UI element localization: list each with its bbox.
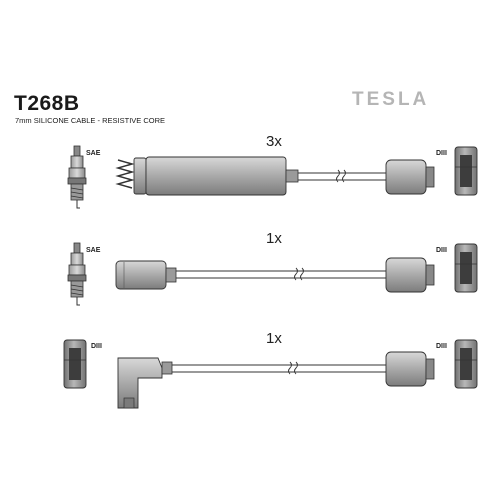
diii-terminal-icon <box>454 146 478 196</box>
diii-terminal-icon <box>454 339 478 389</box>
cable-3-quantity: 1x <box>266 330 282 347</box>
diii-terminal-icon <box>63 339 87 389</box>
cable-3-left-terminal-label: DIII <box>91 343 102 350</box>
cable-1-left-terminal-label: SAE <box>86 150 101 157</box>
cable-1-right-terminal-label: DIII <box>436 150 447 157</box>
cable-1-quantity: 3x <box>266 133 282 150</box>
part-number-title: T268B <box>14 92 80 115</box>
cable-2 <box>67 242 478 306</box>
spark-plug-icon <box>67 145 87 209</box>
cable-1 <box>67 145 478 209</box>
diii-terminal-icon <box>454 243 478 293</box>
cable-2-right-terminal-label: DIII <box>436 247 447 254</box>
cable-3-right-terminal-label: DIII <box>436 343 447 350</box>
cable-spec-subtitle: 7mm SILICONE CABLE - RESISTIVE CORE <box>15 116 166 125</box>
spark-plug-icon <box>67 242 87 306</box>
cable-2-left-terminal-label: SAE <box>86 247 101 254</box>
brand-logo: TESLA <box>352 89 430 110</box>
cable-3 <box>63 339 478 409</box>
cable-2-quantity: 1x <box>266 230 282 247</box>
